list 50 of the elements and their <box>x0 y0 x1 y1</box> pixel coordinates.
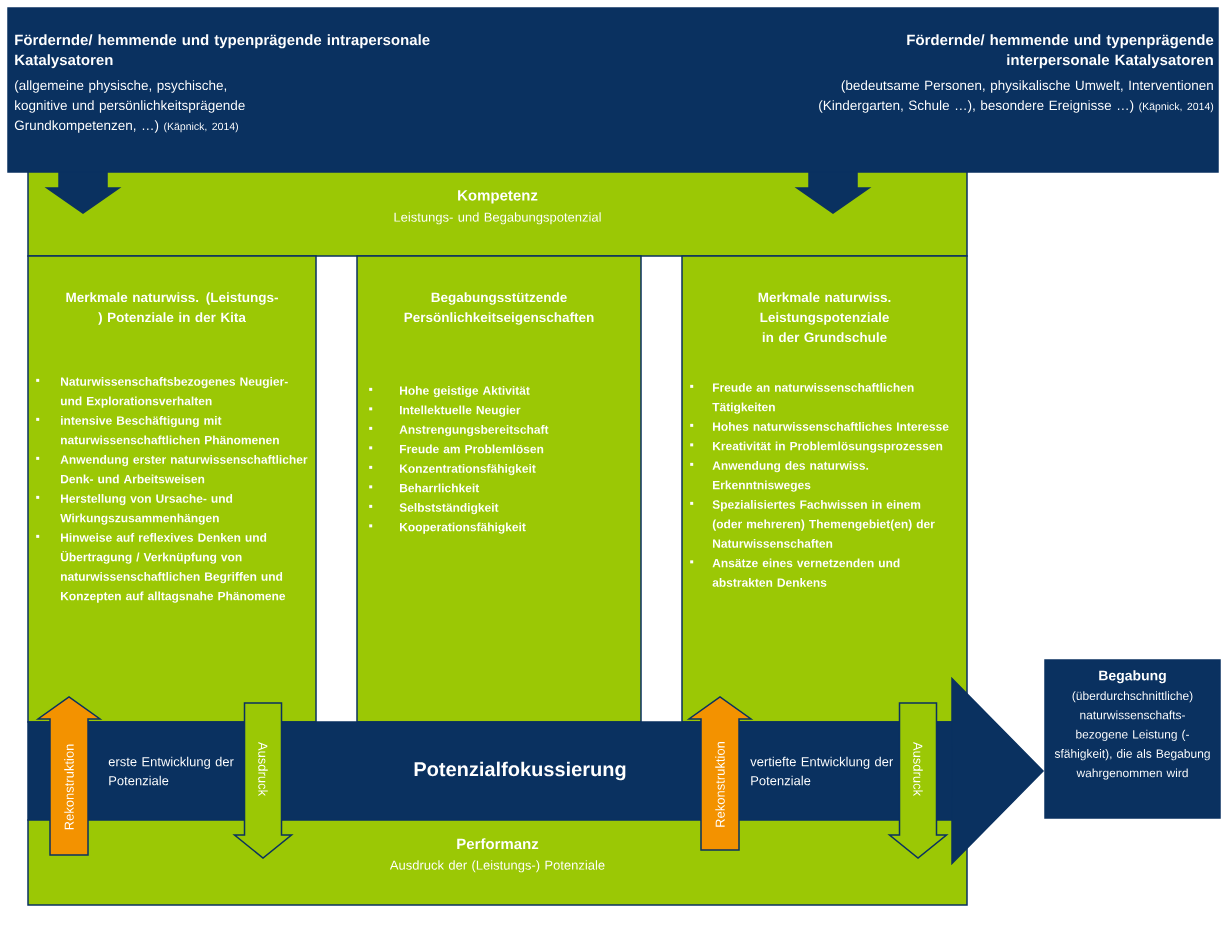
list-item: Freude am Problemlösen <box>369 444 544 454</box>
column-box <box>681 255 968 723</box>
column-box <box>356 255 642 723</box>
panel-heading: Fördernde/ hemmende und typenprägende interpersonale Katalysatoren <box>907 34 1214 69</box>
list-item: Kooperationsfähigkeit <box>369 522 526 534</box>
edge-label: Ausdruck <box>258 741 268 797</box>
list-item: Beharrlichkeit <box>369 483 480 493</box>
edge-label: Ausdruck <box>913 741 923 797</box>
column-heading: Begabungsstützende Persönlichkeitseigenschaften <box>404 292 594 325</box>
section-title: Kompetenz <box>458 190 538 204</box>
list-item: Intellektuelle Neugier <box>369 405 521 417</box>
block-arrow <box>887 702 949 859</box>
block-arrow <box>686 696 754 851</box>
edge-label: Rekonstruktion <box>715 742 725 827</box>
list-item: Hohe geistige Aktivität <box>369 386 530 398</box>
panel-text: (bedeutsame Personen, physikalische Umwelt, Interventionen (Kindergarten, Schule …), besondere Ereignisse …) (Käpnick, 2014) <box>819 80 1214 113</box>
list-item: Kreativität in Problemlösungsprozessen <box>690 441 943 453</box>
section-box <box>27 171 968 257</box>
list-item: Hinweise auf reflexives Denken und Übertragung / Verknüpfung von naturwissenschaftlichen Begriffen und Konzepten auf alltagsnahe Phänomene <box>36 533 286 603</box>
list-item: Ansätze eines vernetzenden und abstrakten Denkens <box>690 558 900 587</box>
column-heading: Merkmale naturwiss. (Leistungs-) Potenziale in der Kita <box>66 292 278 325</box>
result-box <box>1044 659 1221 819</box>
result-title: Begabung <box>1099 670 1166 684</box>
block-arrow <box>232 702 294 859</box>
list-item: Hohes naturwissenschaftliches Interesse <box>690 422 949 431</box>
list-item: Anwendung des naturwiss. Erkenntnisweges <box>690 461 869 492</box>
column-box <box>27 255 317 723</box>
edge-label: Rekonstruktion <box>64 744 74 830</box>
panel-heading: Fördernde/ hemmende und typenprägende intrapersonale Katalysatoren <box>15 34 430 69</box>
section-subtitle: Ausdruck der (Leistungs-) Potenziale <box>389 860 605 873</box>
list-item: Spezialisiertes Fachwissen in einem (oder mehreren) Themengebiet(en) der Naturwissenschaften <box>690 500 935 548</box>
band-text: erste Entwicklung der Potenziale <box>108 756 234 786</box>
list-item: Freude an naturwissenschaftlichen Tätigkeiten <box>690 383 914 414</box>
list-item: Konzentrationsfähigkeit <box>369 464 536 476</box>
column-heading: Merkmale naturwiss. Leistungspotenziale in der Grundschule <box>758 292 891 343</box>
result-text: (überdurchschnittliche) naturwissenschafts- bezogene Leistung (-sfähigkeit), die als Begabung wahrgenommen wird <box>1054 691 1210 780</box>
list-item: Herstellung von Ursache- und Wirkungszusammenhängen <box>36 494 233 525</box>
band-title: Potenzialfokussierung <box>414 761 626 781</box>
header-band <box>7 7 1219 173</box>
block-arrow <box>44 171 122 214</box>
list-item: Anwendung erster naturwissenschaftlicher Denk- und Arbeitsweisen <box>36 455 308 484</box>
section-subtitle: Leistungs- und Begabungspotenzial <box>394 212 601 225</box>
band-text: vertiefte Entwicklung der Potenziale <box>750 756 893 786</box>
list-item: Anstrengungsbereitschaft <box>369 425 549 437</box>
section-title: Performanz <box>457 838 539 850</box>
block-arrow <box>35 696 103 856</box>
block-arrow <box>794 171 872 214</box>
panel-text: (allgemeine physische, psychische, kognitive und persönlichkeitsprägende Grundkompetenzen, …) (Käpnick, 2014) <box>14 80 245 133</box>
list-item: intensive Beschäftigung mit naturwissenschaftlichen Phänomenen <box>36 416 279 445</box>
list-item: Selbstständigkeit <box>369 503 499 515</box>
